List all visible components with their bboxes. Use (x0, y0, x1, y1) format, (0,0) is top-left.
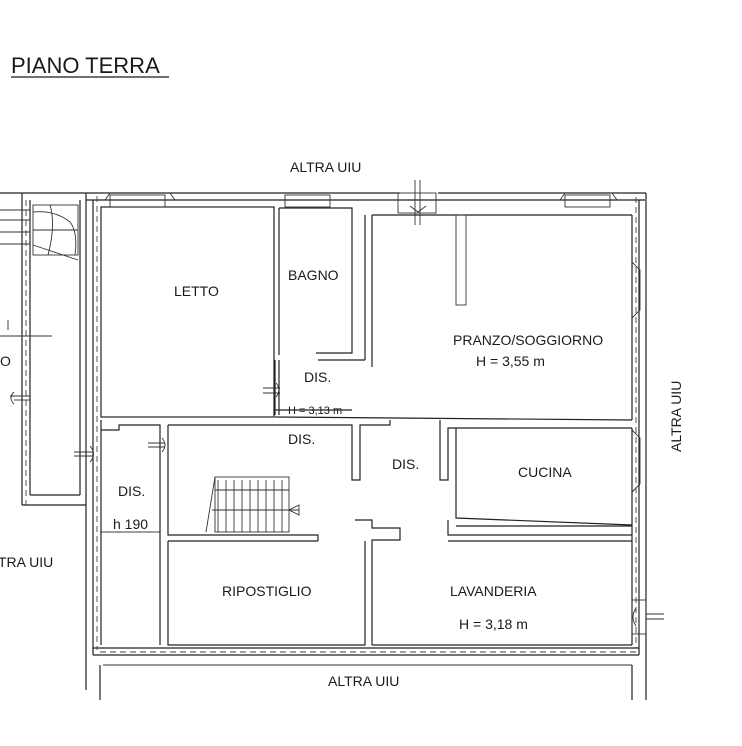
neighbor-top-label: ALTRA UIU (290, 159, 361, 175)
central-walls (100, 420, 633, 646)
room-dis-upper-label: DIS. (304, 369, 331, 385)
height-313-label: H = 3,13 m (288, 405, 342, 417)
plan-title: PIANO TERRA (11, 53, 160, 78)
room-ripostiglio-label: RIPOSTIGLIO (222, 583, 312, 599)
room-pranzo (455, 192, 641, 493)
left-stair-area (0, 192, 86, 506)
neighbor-bottom-label: ALTRA UIU (328, 673, 399, 689)
h190-label: h 190 (113, 516, 148, 532)
left-fragment-o: O (0, 353, 11, 369)
room-bagno (278, 194, 353, 355)
neighbor-left-label: TRA UIU (0, 554, 53, 570)
room-lavanderia-label: LAVANDERIA (450, 583, 537, 599)
room-pranzo-label: PRANZO/SOGGIORNO (453, 332, 603, 348)
outer-walls (85, 192, 647, 700)
room-cucina-label: CUCINA (518, 464, 572, 480)
room-lavanderia-height: H = 3,18 m (459, 616, 528, 632)
right-door (631, 599, 664, 635)
top-entry (397, 180, 437, 225)
neighbor-right-label: ALTRA UIU (668, 381, 684, 452)
staircase (205, 476, 300, 533)
dis-upper-area (274, 214, 633, 421)
room-pranzo-height: H = 3,55 m (476, 353, 545, 369)
room-dis-center-label: DIS. (392, 456, 419, 472)
room-bagno-label: BAGNO (288, 267, 339, 283)
room-letto (100, 192, 280, 418)
room-letto-label: LETTO (174, 283, 219, 299)
room-dis-left-label: DIS. (118, 483, 145, 499)
room-dis-left (74, 437, 166, 533)
boundary-dashes (25, 196, 637, 653)
room-dis-middle-label: DIS. (288, 431, 315, 447)
